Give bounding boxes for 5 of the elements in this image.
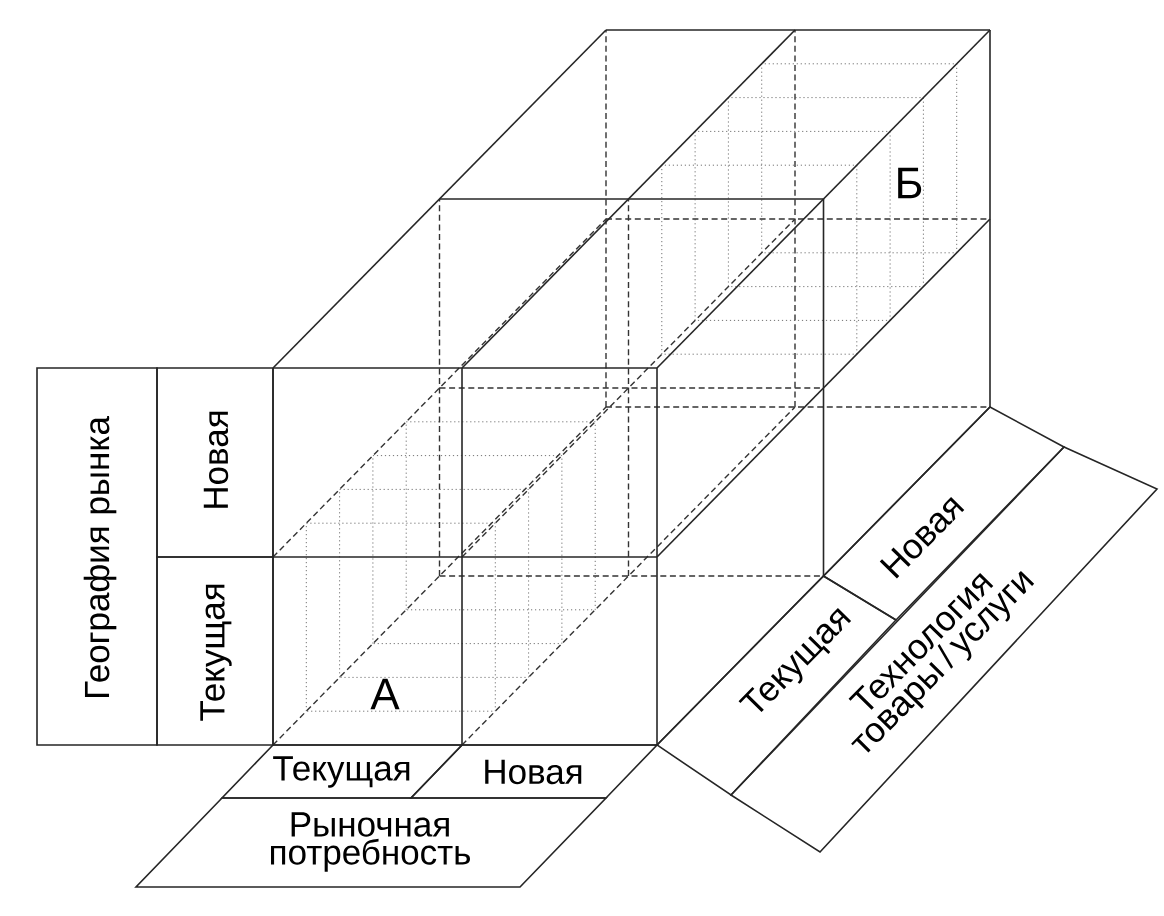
axis-title-cell: География рынка [36,367,158,746]
axis-category-cell: Текущая [156,556,274,746]
callout-letter: Б [898,167,922,199]
axis-category-cell: Новая [156,367,274,558]
callout-letter: А [370,678,400,710]
